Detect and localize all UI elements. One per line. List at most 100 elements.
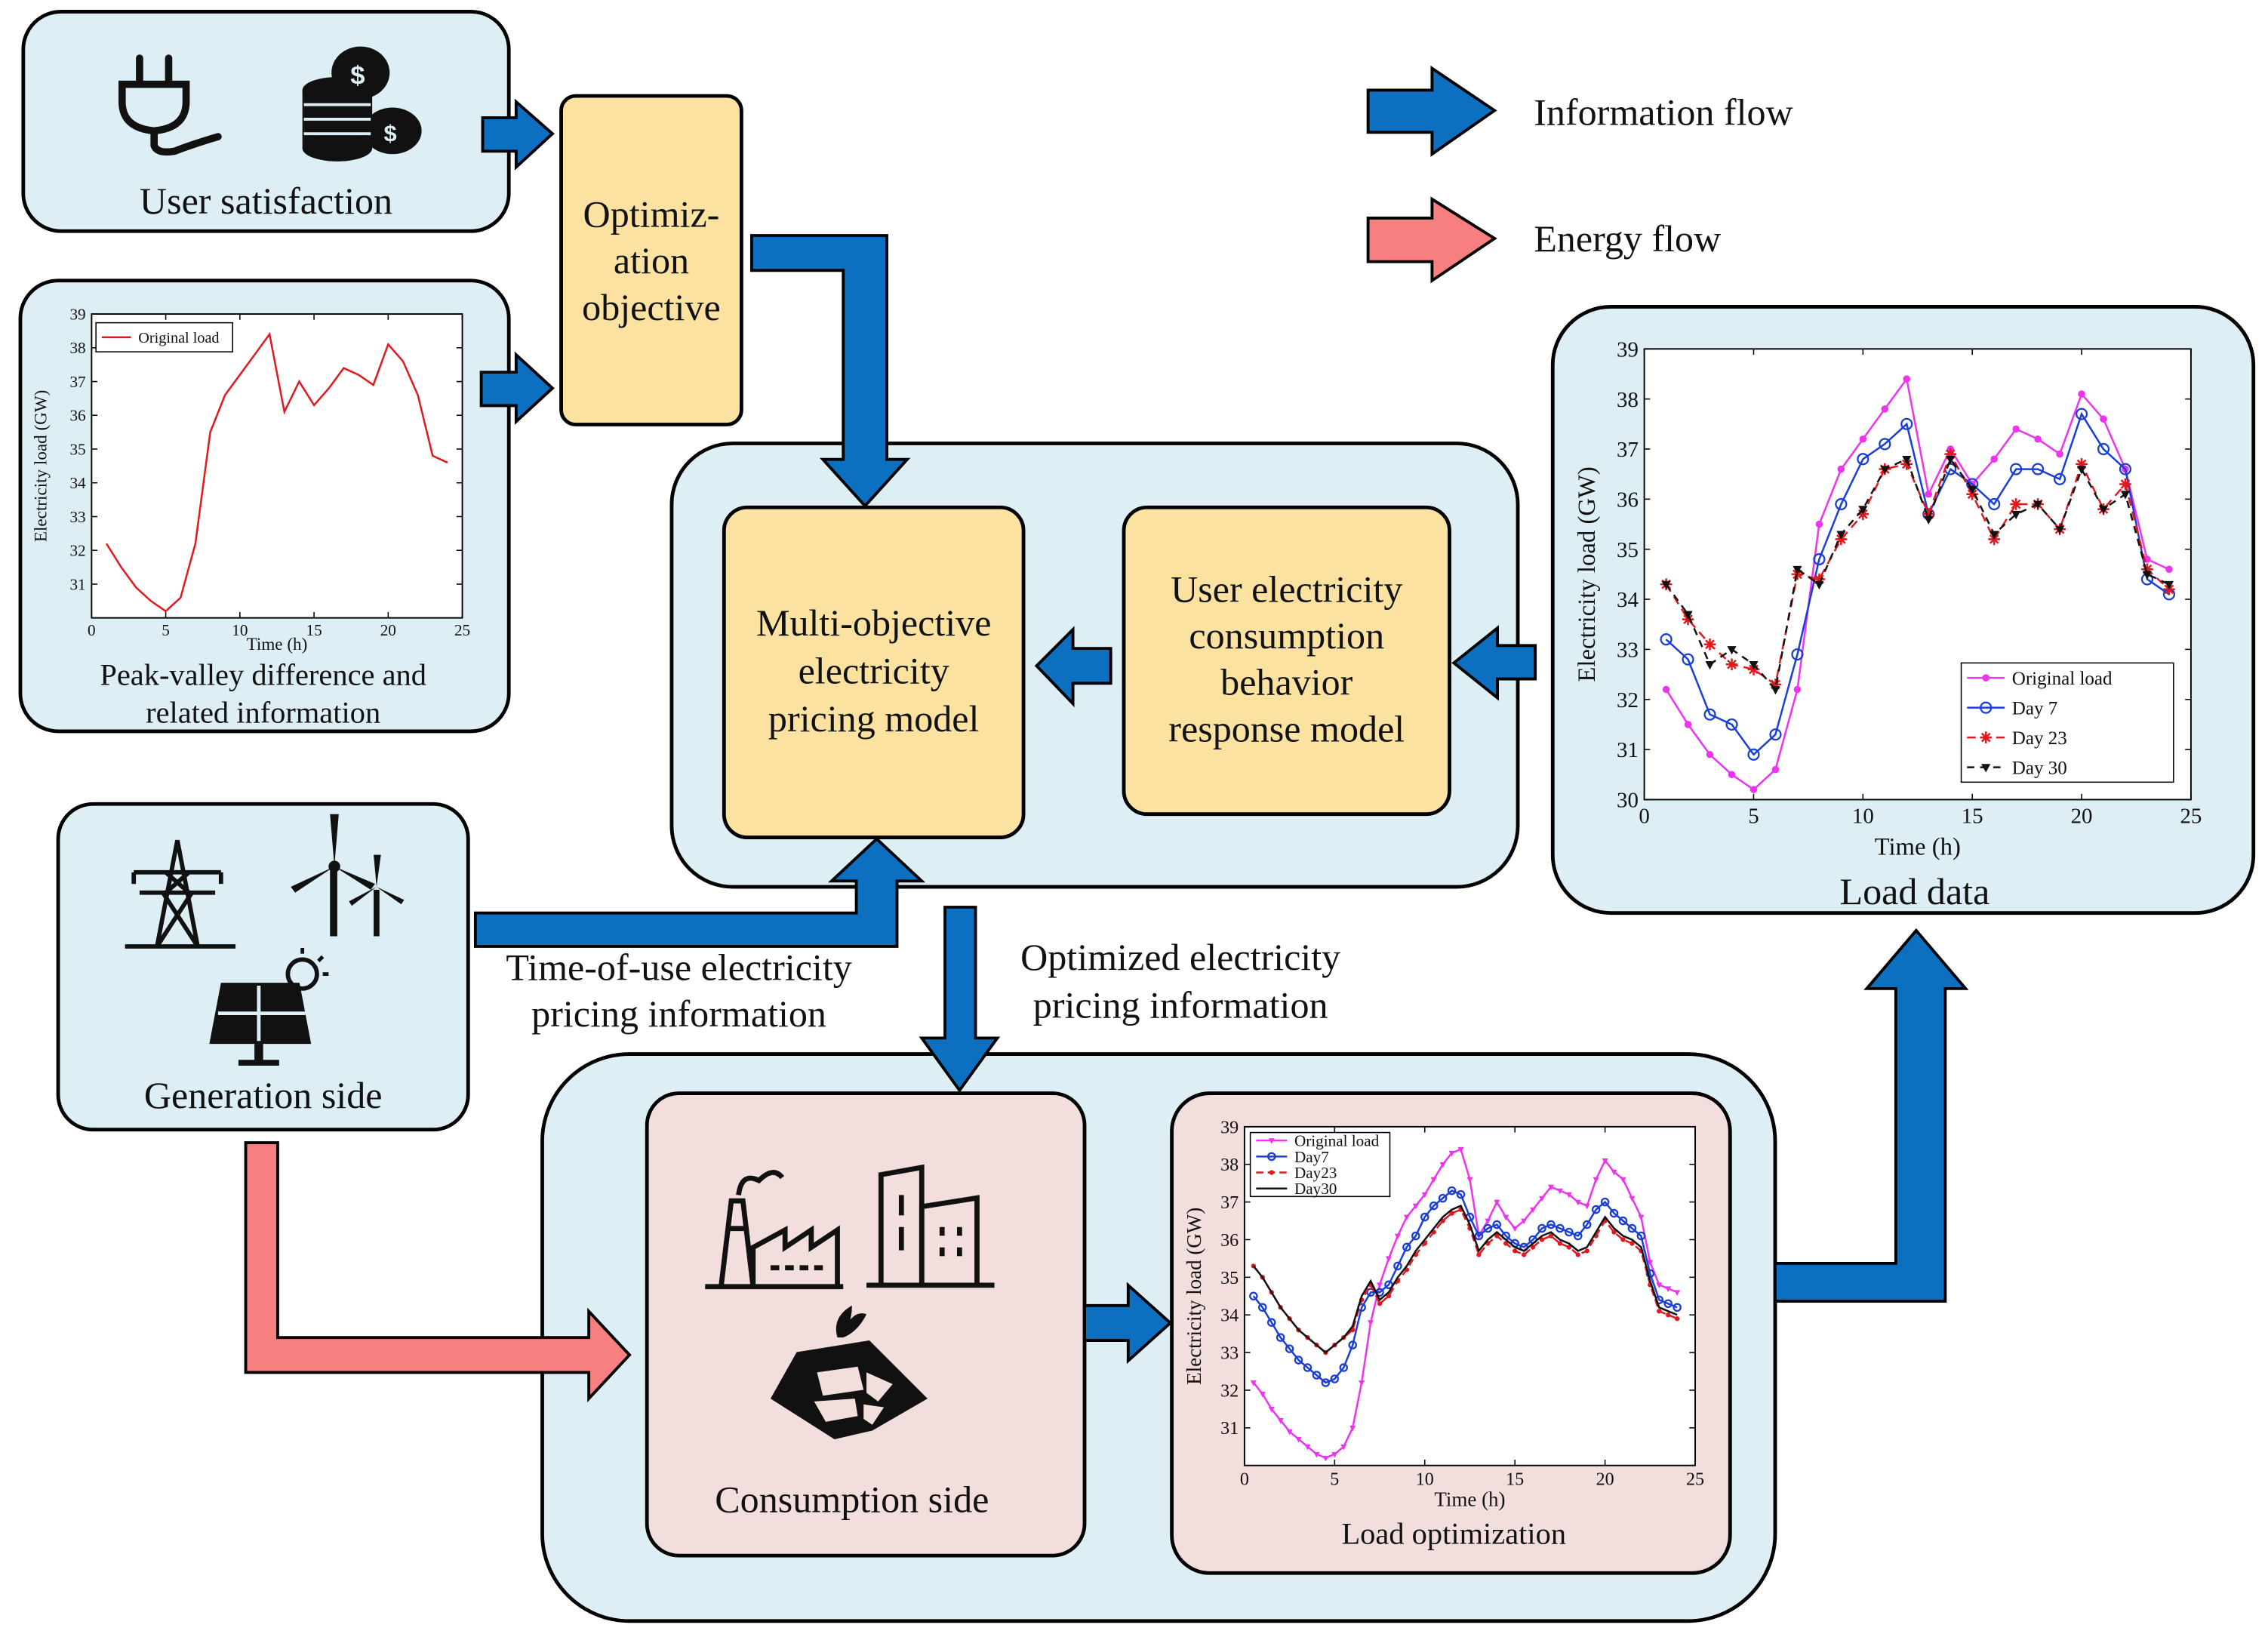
data-point [1611, 1169, 1617, 1176]
data-point [1304, 1444, 1311, 1451]
data-point [1593, 1177, 1599, 1183]
data-point [1661, 580, 1671, 590]
data-point [1902, 455, 1912, 465]
x-tick-label: 20 [380, 621, 396, 639]
legend-entry: Day30 [1294, 1180, 1337, 1198]
data-point [2053, 472, 2066, 485]
data-point [2164, 580, 2174, 590]
arrow-generation-to-consumption-energy [244, 1141, 632, 1402]
data-point [1638, 1214, 1645, 1221]
data-point [2120, 491, 2131, 500]
data-point [1430, 1177, 1437, 1183]
data-point [1857, 453, 1869, 466]
data-point [1881, 405, 1889, 413]
data-point [1349, 1425, 1356, 1432]
data-point [1665, 1286, 1672, 1292]
x-tick-label: 25 [1686, 1470, 1704, 1490]
data-point [1466, 1177, 1473, 1183]
y-tick-label: 37 [69, 373, 85, 391]
data-point [1411, 1231, 1420, 1241]
data-point [1990, 531, 1999, 540]
data-point [1402, 1242, 1411, 1252]
legend-energy-flow: Energy flow [1534, 217, 1721, 260]
data-point [1276, 1333, 1285, 1342]
data-point [1295, 1436, 1302, 1443]
data-point [2165, 565, 2173, 574]
data-point [1249, 1291, 1258, 1301]
y-tick-label: 32 [69, 542, 85, 560]
user-behavior-label-line3: behavior [1220, 661, 1353, 703]
user-behavior-box [1122, 505, 1451, 817]
arrow-loaddata-to-behavior [1451, 625, 1537, 701]
data-point [1793, 565, 1802, 575]
data-point [1988, 497, 2001, 511]
buildings-icon [866, 1164, 995, 1288]
data-point [1258, 1303, 1267, 1312]
arrow-model-to-consumption [919, 906, 1001, 1094]
x-tick-label: 15 [1962, 804, 1983, 828]
x-tick-label: 0 [88, 621, 96, 639]
data-point [1584, 1248, 1589, 1254]
data-point [1749, 660, 1759, 670]
legend-marker [1267, 1152, 1276, 1162]
arrow-objective-to-model [749, 234, 911, 509]
y-axis-label: Electricity load (GW) [31, 390, 51, 542]
series-line-day30 [1252, 1205, 1678, 1354]
data-point [1394, 1233, 1401, 1240]
data-point [1657, 1309, 1662, 1314]
solar-panel-icon [209, 947, 329, 1066]
series-group [1660, 375, 2176, 793]
legend-information-flow: Information flow [1534, 91, 1793, 134]
load-optimization-label: Load optimization [1341, 1517, 1566, 1551]
y-axis-label: Electricity load (GW) [1183, 1208, 1205, 1385]
user-satisfaction-label: User satisfaction [140, 180, 392, 222]
x-tick-label: 25 [2180, 804, 2202, 828]
data-point [1321, 1378, 1331, 1387]
data-point [1600, 1197, 1610, 1207]
data-point [1556, 1188, 1563, 1195]
generation-side-label: Generation side [144, 1074, 383, 1116]
data-point [1312, 1371, 1322, 1380]
data-point [1946, 455, 1956, 465]
data-point [1348, 1340, 1357, 1349]
data-point [2078, 390, 2085, 398]
optimization-objective-label-line2: ation [614, 239, 689, 282]
data-point [2142, 571, 2153, 580]
legend-entry: Original load [138, 330, 219, 346]
data-point [1618, 1216, 1628, 1226]
multi-objective-label-line3: pricing model [768, 697, 980, 740]
data-point [1331, 1451, 1338, 1458]
svg-text:$: $ [350, 62, 365, 91]
data-point [1813, 573, 1826, 586]
optimized-pricing-label-line1: Optimized electricity [1020, 936, 1340, 978]
data-point [2010, 463, 2023, 475]
legend-marker [1980, 701, 1993, 714]
x-tick-label: 15 [306, 621, 322, 639]
tou-pricing-label-line2: pricing information [531, 992, 826, 1035]
y-tick-label: 33 [1220, 1344, 1239, 1364]
data-point [1377, 1301, 1383, 1306]
data-point [1575, 1252, 1580, 1257]
legend-entry: Day 23 [2012, 728, 2067, 749]
data-point [1728, 771, 1736, 779]
legend-marker [1982, 674, 1990, 682]
data-point [1574, 1231, 1583, 1241]
data-point [1620, 1177, 1626, 1183]
y-tick-label: 39 [69, 305, 85, 323]
data-point [1769, 679, 1782, 691]
legend-entry: Day 7 [2012, 698, 2057, 719]
series-line-original-load [1665, 377, 2170, 791]
x-tick-label: 5 [1748, 804, 1759, 828]
optimization-objective-label-line1: Optimiz- [583, 192, 720, 235]
data-point [1250, 1380, 1257, 1386]
data-point [2075, 408, 2088, 420]
x-tick-label: 10 [1416, 1470, 1434, 1490]
x-axis-label: Time (h) [1434, 1488, 1505, 1511]
multi-objective-label-line2: electricity [799, 649, 949, 691]
data-point [1521, 1252, 1527, 1257]
user-behavior-label-line1: User electricity [1171, 568, 1402, 610]
data-point [2141, 563, 2153, 576]
data-point [1420, 1212, 1429, 1222]
x-tick-label: 25 [454, 621, 470, 639]
